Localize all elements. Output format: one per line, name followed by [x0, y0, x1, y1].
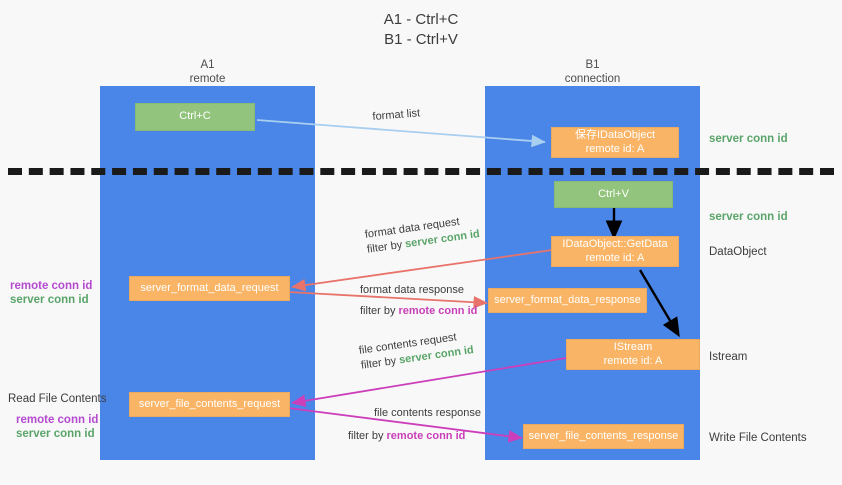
arrow-format-data-request — [291, 249, 553, 292]
file-contents-response-line1: file contents response — [374, 407, 482, 419]
node-getdata-line2: remote id: A — [585, 251, 645, 264]
lane-header-b1: B1 connection — [485, 58, 700, 86]
arrow-file-contents-request — [291, 357, 567, 408]
label-right-server-conn-id-mid: server conn id — [709, 211, 788, 223]
node-save-idataobject-line1: 保存IDataObject — [574, 129, 656, 141]
format-data-response-line1: format data response — [360, 284, 464, 296]
lane-b1-name: B1 — [585, 59, 600, 71]
arrow-format-data-response — [287, 291, 488, 309]
node-server-file-contents-request[interactable]: server_file_contents_request — [129, 392, 290, 417]
label-right-write-file-contents: Write File Contents — [709, 432, 807, 444]
format-data-request-filter-prefix: filter by — [366, 238, 407, 256]
node-server-file-contents-request-label: server_file_contents_request — [138, 397, 281, 410]
title-line-1: A1 - Ctrl+C — [383, 11, 459, 28]
label-right-istream: Istream — [709, 351, 748, 363]
node-server-file-contents-response-label: server_file_contents_response — [528, 429, 679, 442]
label-left-server-conn-id-low: server conn id — [16, 428, 95, 440]
label-right-dataobject: DataObject — [709, 246, 767, 258]
node-server-file-contents-response[interactable]: server_file_contents_response — [523, 424, 684, 449]
node-ctrl-v[interactable]: Ctrl+V — [554, 181, 673, 208]
node-server-format-data-request[interactable]: server_format_data_request — [129, 276, 290, 301]
lane-a1-sublabel: remote — [189, 73, 226, 85]
dashed-separator — [8, 168, 834, 175]
file-contents-request-filter-prefix: filter by — [360, 354, 401, 372]
title-line-2: B1 - Ctrl+V — [384, 31, 458, 48]
label-left-remote-conn-id-mid: remote conn id — [10, 280, 93, 292]
node-server-format-data-response-label: server_format_data_response — [494, 293, 641, 306]
node-server-format-data-response[interactable]: server_format_data_response — [488, 288, 647, 313]
lane-b1-sublabel: connection — [564, 73, 621, 85]
format-data-response-filter-prefix: filter by — [360, 305, 399, 317]
label-left-server-conn-id-mid: server conn id — [10, 294, 89, 306]
file-contents-response-filter-value: remote conn id — [386, 430, 466, 442]
edge-label-format-data-response: format data response filter by remote co… — [360, 283, 477, 319]
node-server-format-data-request-label: server_format_data_request — [140, 281, 279, 294]
node-ctrl-c-label: Ctrl+C — [179, 110, 211, 123]
label-left-remote-conn-id-low: remote conn id — [16, 414, 99, 426]
node-idataobject-getdata[interactable]: IDataObject::GetData remote id: A — [551, 236, 679, 267]
arrow-getdata-to-istream — [638, 269, 680, 338]
lane-header-a1: A1 remote — [100, 58, 315, 86]
arrow-file-contents-response — [287, 407, 523, 443]
file-contents-response-filter: filter by remote conn id — [348, 429, 481, 444]
node-istream[interactable]: IStream remote id: A — [566, 339, 700, 370]
node-save-idataobject[interactable]: 保存IDataObject remote id: A — [551, 127, 679, 158]
page-title: A1 - Ctrl+C B1 - Ctrl+V — [0, 10, 842, 50]
label-left-read-file-contents: Read File Contents — [8, 393, 107, 405]
format-data-response-filter-value: remote conn id — [398, 305, 478, 317]
file-contents-response-filter-prefix: filter by — [348, 430, 387, 442]
node-getdata-line1: IDataObject::GetData — [562, 238, 668, 250]
node-ctrl-c[interactable]: Ctrl+C — [135, 103, 255, 131]
node-save-idataobject-line2: remote id: A — [585, 142, 645, 155]
edge-label-format-list-text: format list — [372, 107, 421, 123]
arrow-format-list — [256, 119, 546, 148]
edge-label-file-contents-response: file contents response filter by remote … — [348, 406, 482, 444]
label-right-server-conn-id-top: server conn id — [709, 133, 788, 145]
format-data-response-filter: filter by remote conn id — [360, 304, 477, 319]
lane-a1-name: A1 — [200, 59, 215, 71]
node-ctrl-v-label: Ctrl+V — [598, 187, 629, 200]
node-istream-line1: IStream — [613, 341, 653, 353]
node-istream-line2: remote id: A — [603, 354, 663, 367]
